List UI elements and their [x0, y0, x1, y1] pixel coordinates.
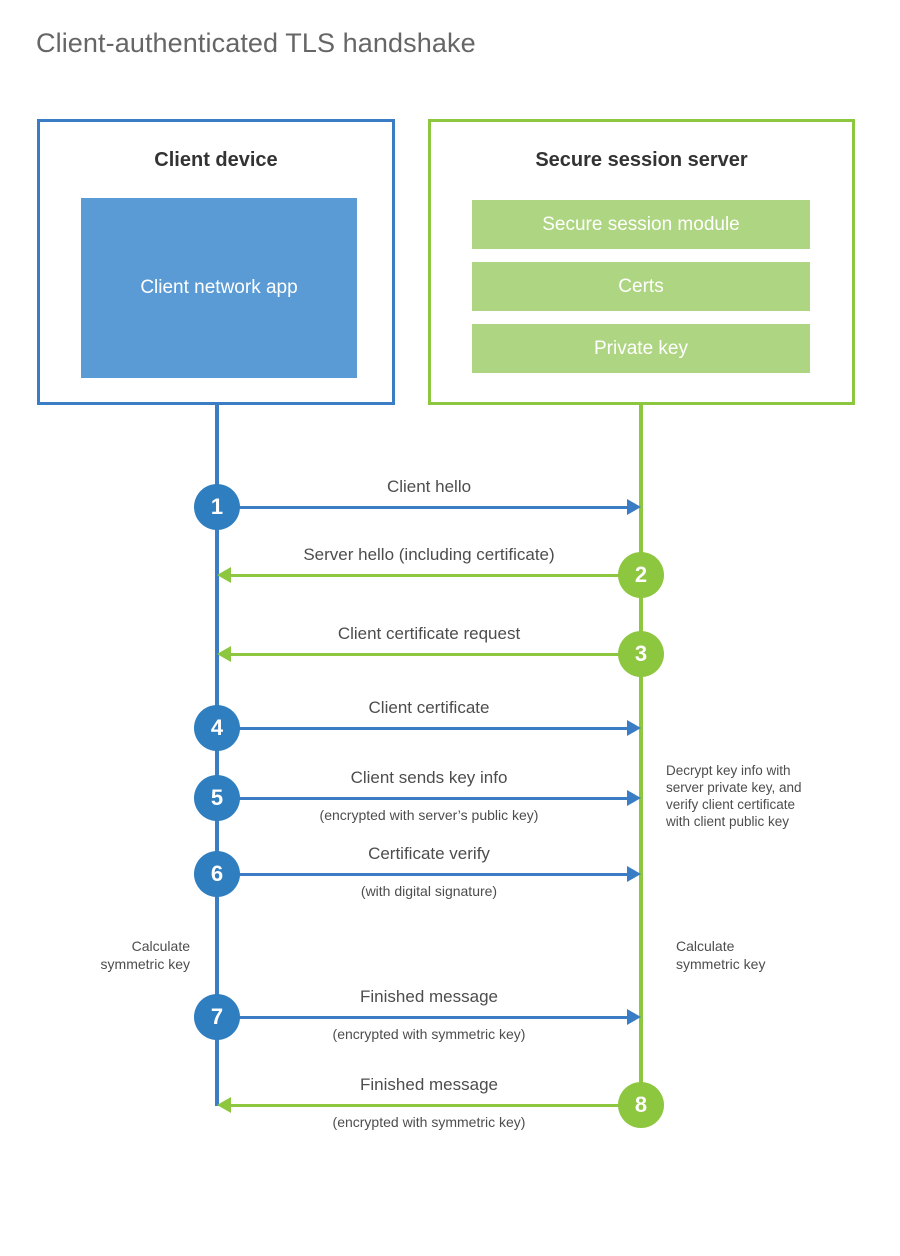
step-7-arrow-head-icon: [627, 1009, 641, 1025]
step-badge-6: 6: [194, 851, 240, 897]
annotation-server-decrypt-line-1: Decrypt key info with: [666, 763, 791, 778]
step-2-label: Server hello (including certificate): [303, 545, 555, 564]
server-component-private-key: Private key: [472, 324, 810, 373]
step-badge-8: 8: [618, 1082, 664, 1128]
step-2-arrow-head-icon: [217, 567, 231, 583]
page-title: Client-authenticated TLS handshake: [36, 28, 476, 58]
annotation-client-symmetric-line-1: Calculate: [131, 938, 190, 954]
step-7-arrow-shaft: [217, 1016, 629, 1019]
step-6-arrow-head-icon: [627, 866, 641, 882]
client-device-panel: Client device Client network app: [37, 119, 395, 405]
secure-session-server-title: Secure session server: [535, 149, 748, 171]
step-7-sublabel: (encrypted with symmetric key): [332, 1026, 526, 1042]
step-5-arrow-shaft: [217, 797, 629, 800]
annotation-server-decrypt-line-3: verify client certificate: [666, 797, 796, 812]
step-badge-7: 7: [194, 994, 240, 1040]
annotation-server-decrypt-line-4: with client public key: [666, 814, 790, 829]
server-component-certs: Certs: [472, 262, 810, 311]
step-1-arrow-shaft: [217, 506, 629, 509]
step-badge-3: 3: [618, 631, 664, 677]
client-device-title: Client device: [154, 149, 278, 171]
annotation-server-decrypt: Decrypt key info with server private key,…: [666, 762, 851, 830]
step-4-arrow-shaft: [217, 727, 629, 730]
annotation-server-symmetric-line-1: Calculate: [676, 938, 735, 954]
step-8-sublabel: (encrypted with symmetric key): [332, 1114, 526, 1130]
annotation-server-calculate-symmetric-key: Calculate symmetric key: [676, 937, 836, 973]
annotation-server-decrypt-line-2: server private key, and: [666, 780, 802, 795]
annotation-server-symmetric-line-2: symmetric key: [676, 956, 766, 972]
step-6-sublabel: (with digital signature): [360, 883, 498, 899]
secure-session-server-panel: Secure session server Secure session mod…: [428, 119, 855, 405]
step-8-label: Finished message: [360, 1075, 498, 1094]
step-8-arrow-head-icon: [217, 1097, 231, 1113]
step-badge-4: 4: [194, 705, 240, 751]
annotation-client-symmetric-line-2: symmetric key: [100, 956, 190, 972]
step-badge-1: 1: [194, 484, 240, 530]
step-3-arrow-shaft: [229, 653, 641, 656]
server-component-secure-session-module: Secure session module: [472, 200, 810, 249]
step-4-label: Client certificate: [368, 698, 490, 717]
step-1-label: Client hello: [386, 477, 472, 496]
step-2-arrow-shaft: [229, 574, 641, 577]
step-8-arrow-shaft: [229, 1104, 641, 1107]
server-lifeline: [639, 404, 643, 1106]
step-6-label: Certificate verify: [368, 844, 490, 863]
annotation-client-calculate-symmetric-key: Calculate symmetric key: [60, 937, 190, 973]
step-5-sublabel: (encrypted with server’s public key): [319, 807, 539, 823]
client-network-app-box: Client network app: [81, 198, 357, 378]
step-3-arrow-head-icon: [217, 646, 231, 662]
step-3-label: Client certificate request: [337, 624, 521, 643]
step-4-arrow-head-icon: [627, 720, 641, 736]
step-badge-5: 5: [194, 775, 240, 821]
step-7-label: Finished message: [360, 987, 498, 1006]
step-5-label: Client sends key info: [350, 768, 508, 787]
step-badge-2: 2: [618, 552, 664, 598]
step-6-arrow-shaft: [217, 873, 629, 876]
step-5-arrow-head-icon: [627, 790, 641, 806]
step-1-arrow-head-icon: [627, 499, 641, 515]
client-lifeline: [215, 404, 219, 1106]
